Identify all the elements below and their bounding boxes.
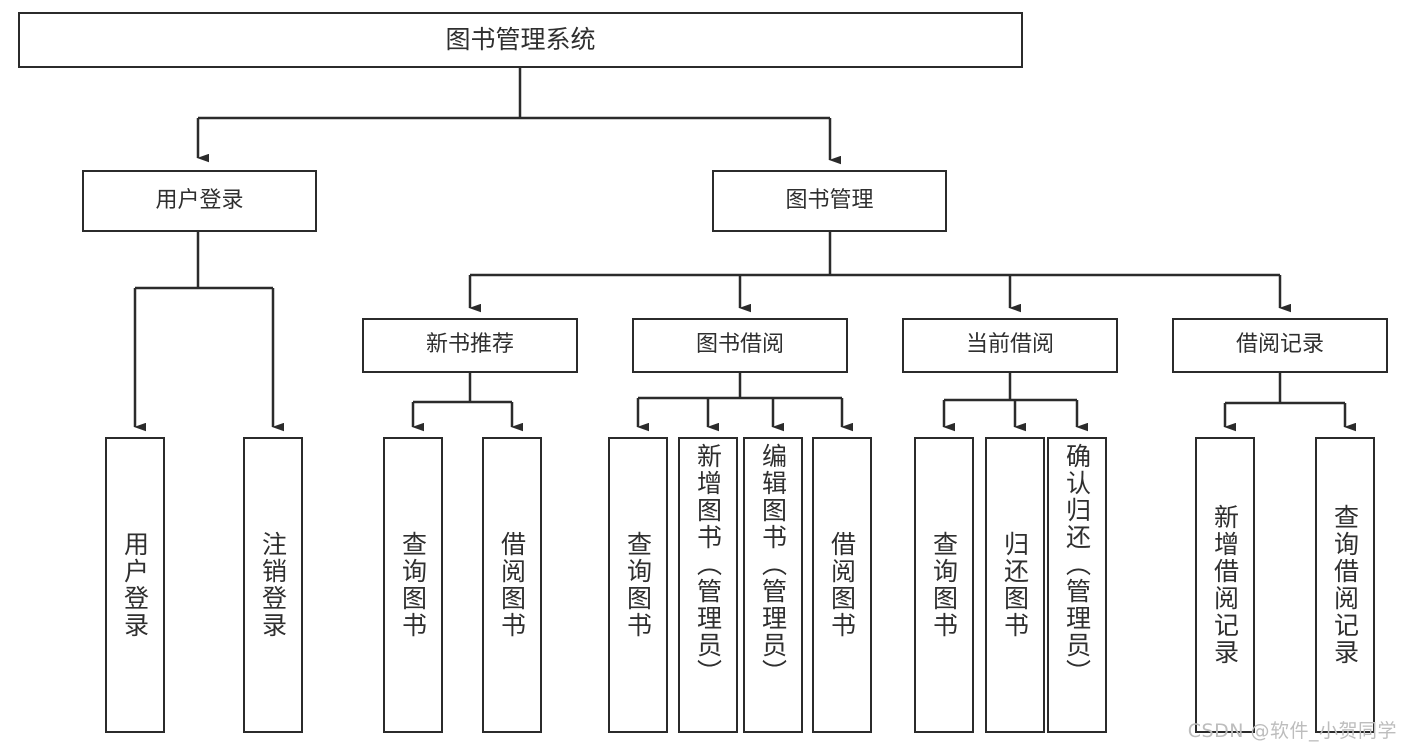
leaf-query-book-1[interactable]: 查询图书 <box>383 437 443 733</box>
leaf-logout-login[interactable]: 注销登录 <box>243 437 303 733</box>
node-book-borrow-label: 图书借阅 <box>695 332 784 358</box>
node-root[interactable]: 图书管理系统 <box>18 12 1023 68</box>
leaf-add-record-label: 新增借阅记录 <box>1210 504 1240 666</box>
node-book-manage[interactable]: 图书管理 <box>712 170 947 232</box>
leaf-query-book-3[interactable]: 查询图书 <box>914 437 974 733</box>
node-current-borrow[interactable]: 当前借阅 <box>902 318 1118 373</box>
node-borrow-record[interactable]: 借阅记录 <box>1172 318 1388 373</box>
node-borrow-record-label: 借阅记录 <box>1235 332 1324 358</box>
leaf-return-book-label: 归还图书 <box>1000 531 1030 639</box>
leaf-query-record-label: 查询借阅记录 <box>1330 504 1360 666</box>
node-new-book-recommend-label: 新书推荐 <box>425 332 514 358</box>
leaf-confirm-return-label: 确认归还（管理员） <box>1062 443 1092 686</box>
leaf-borrow-book-1-label: 借阅图书 <box>497 531 527 639</box>
leaf-add-record[interactable]: 新增借阅记录 <box>1195 437 1255 733</box>
leaf-query-record[interactable]: 查询借阅记录 <box>1315 437 1375 733</box>
leaf-user-login[interactable]: 用户登录 <box>105 437 165 733</box>
leaf-add-book[interactable]: 新增图书（管理员） <box>678 437 738 733</box>
leaf-borrow-book-2-label: 借阅图书 <box>827 531 857 639</box>
leaf-query-book-2[interactable]: 查询图书 <box>608 437 668 733</box>
leaf-add-book-label: 新增图书（管理员） <box>693 443 723 686</box>
node-root-label: 图书管理系统 <box>445 25 596 54</box>
node-book-manage-label: 图书管理 <box>785 187 874 213</box>
leaf-query-book-2-label: 查询图书 <box>623 531 653 639</box>
node-user-login[interactable]: 用户登录 <box>82 170 317 232</box>
node-current-borrow-label: 当前借阅 <box>965 332 1054 358</box>
leaf-user-login-label: 用户登录 <box>120 531 150 639</box>
leaf-query-book-3-label: 查询图书 <box>929 531 959 639</box>
leaf-edit-book[interactable]: 编辑图书（管理员） <box>743 437 803 733</box>
leaf-borrow-book-2[interactable]: 借阅图书 <box>812 437 872 733</box>
leaf-edit-book-label: 编辑图书（管理员） <box>758 443 788 686</box>
node-new-book-recommend[interactable]: 新书推荐 <box>362 318 578 373</box>
leaf-query-book-1-label: 查询图书 <box>398 531 428 639</box>
leaf-confirm-return[interactable]: 确认归还（管理员） <box>1047 437 1107 733</box>
leaf-logout-login-label: 注销登录 <box>258 531 288 639</box>
node-book-borrow[interactable]: 图书借阅 <box>632 318 848 373</box>
leaf-return-book[interactable]: 归还图书 <box>985 437 1045 733</box>
node-user-login-label: 用户登录 <box>155 187 244 213</box>
leaf-borrow-book-1[interactable]: 借阅图书 <box>482 437 542 733</box>
